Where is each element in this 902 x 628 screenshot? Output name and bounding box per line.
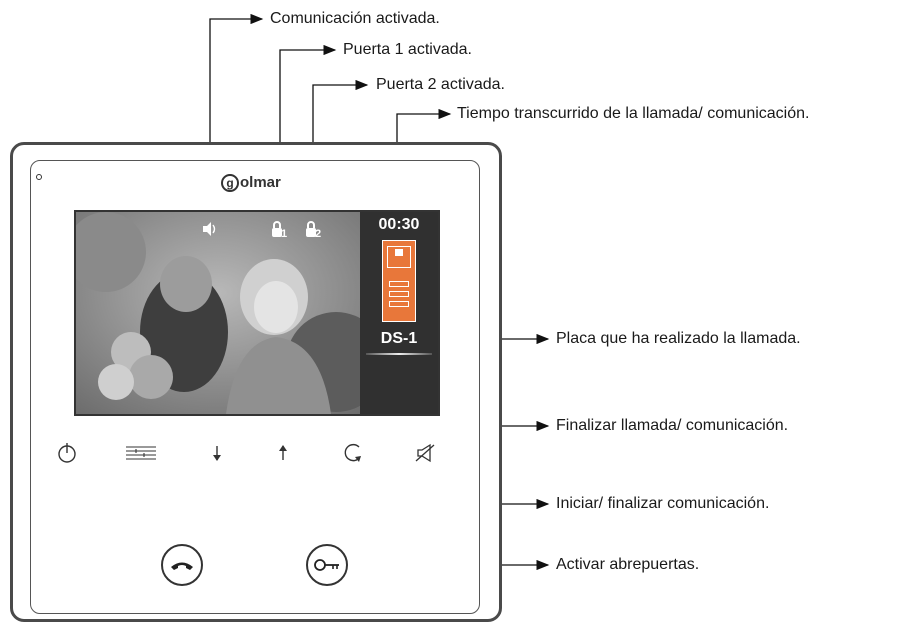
door-release-button[interactable] [306, 544, 348, 586]
callout-placa: Placa que ha realizado la llamada. [556, 330, 801, 347]
camera-image [76, 212, 360, 414]
outdoor-panel-icon [382, 240, 416, 322]
key-icon [314, 559, 339, 571]
speaker-active-icon [203, 222, 216, 236]
door2-index: 2 [315, 228, 322, 240]
power-icon[interactable] [54, 440, 80, 466]
panel-name: DS-1 [380, 330, 418, 347]
door2-lock-icon [306, 221, 316, 237]
arrow-up-icon[interactable] [270, 440, 296, 466]
door1-lock-icon [272, 221, 282, 237]
video-screen: 1 2 00:30 DS-1 [74, 210, 440, 416]
talk-button[interactable] [161, 544, 203, 586]
callout-abrepuertas: Activar abrepuertas. [556, 556, 700, 573]
panel-divider [366, 353, 432, 355]
callout-puerta2: Puerta 2 activada. [376, 76, 505, 93]
callout-iniciar: Iniciar/ finalizar comunicación. [556, 495, 770, 512]
status-led [36, 174, 42, 180]
callout-tiempo: Tiempo transcurrido de la llamada/ comun… [457, 105, 810, 122]
callout-comunicacion: Comunicación activada. [270, 10, 440, 27]
callout-finalizar: Finalizar llamada/ comunicación. [556, 417, 789, 434]
call-info-panel: 00:30 DS-1 [360, 212, 438, 414]
menu-icon[interactable] [124, 440, 158, 466]
call-timer: 00:30 [378, 216, 420, 233]
rotate-icon[interactable] [340, 440, 366, 466]
handset-icon [171, 562, 193, 570]
door1-index: 1 [281, 228, 288, 240]
monitor-bezel [30, 160, 480, 614]
callout-puerta1: Puerta 1 activada. [343, 41, 472, 58]
arrow-down-icon[interactable] [204, 440, 230, 466]
mute-icon[interactable] [412, 440, 438, 466]
